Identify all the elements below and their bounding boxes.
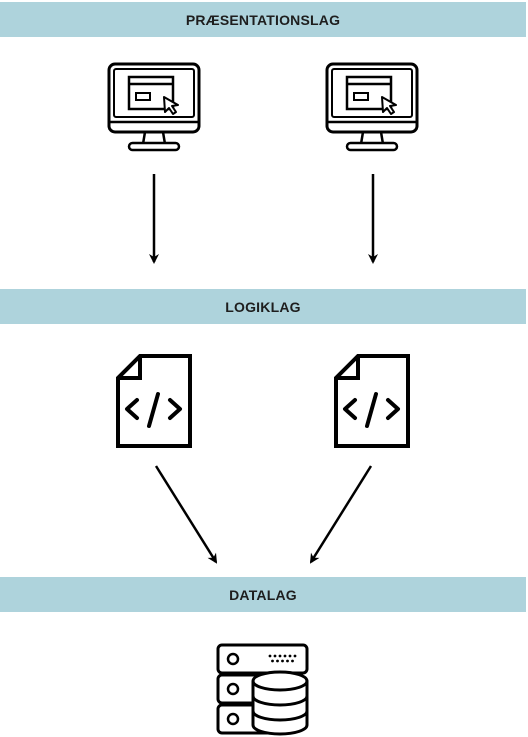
layer-band-data: DATALAG xyxy=(0,577,526,612)
layer-label-logic: LOGIKLAG xyxy=(225,298,301,315)
monitor-cursor-icon xyxy=(325,62,419,152)
layer-band-presentation: PRÆSENTATIONSLAG xyxy=(0,2,526,37)
layer-label-data: DATALAG xyxy=(229,586,297,603)
arrow-logic-2-to-data xyxy=(309,465,373,564)
layer-label-presentation: PRÆSENTATIONSLAG xyxy=(185,11,341,28)
arrow-logic-1-to-data xyxy=(154,465,218,564)
server-database-icon xyxy=(216,643,309,736)
monitor-cursor-icon xyxy=(107,62,201,152)
code-file-icon xyxy=(116,354,192,448)
code-file-icon xyxy=(334,354,410,448)
layer-band-logic: LOGIKLAG xyxy=(0,289,526,324)
